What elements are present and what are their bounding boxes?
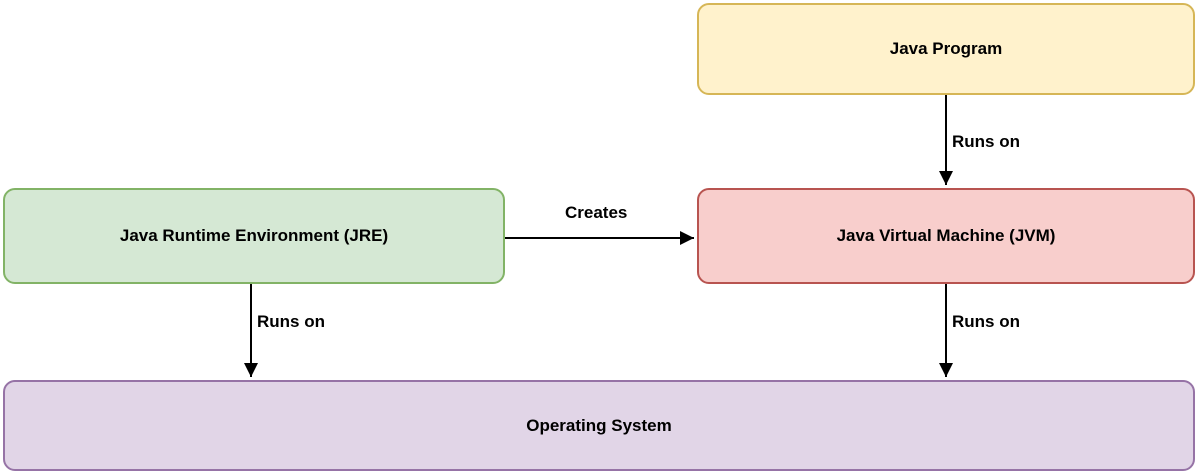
edge-label-jvm-runs-on: Runs on: [950, 312, 1022, 332]
node-jre: Java Runtime Environment (JRE): [3, 188, 505, 284]
edge-label-creates: Creates: [563, 203, 630, 223]
node-jvm-label: Java Virtual Machine (JVM): [836, 226, 1056, 245]
edge-label-jre-runs-on: Runs on: [255, 312, 327, 332]
node-java-program: Java Program: [697, 3, 1195, 95]
edge-label-java-program-runs-on: Runs on: [950, 132, 1022, 152]
node-jvm: Java Virtual Machine (JVM): [697, 188, 1195, 284]
node-os-label: Operating System: [526, 415, 672, 435]
node-java-program-label: Java Program: [889, 39, 1003, 58]
node-os: Operating System: [3, 380, 1195, 471]
node-jre-label: Java Runtime Environment (JRE): [119, 226, 389, 245]
